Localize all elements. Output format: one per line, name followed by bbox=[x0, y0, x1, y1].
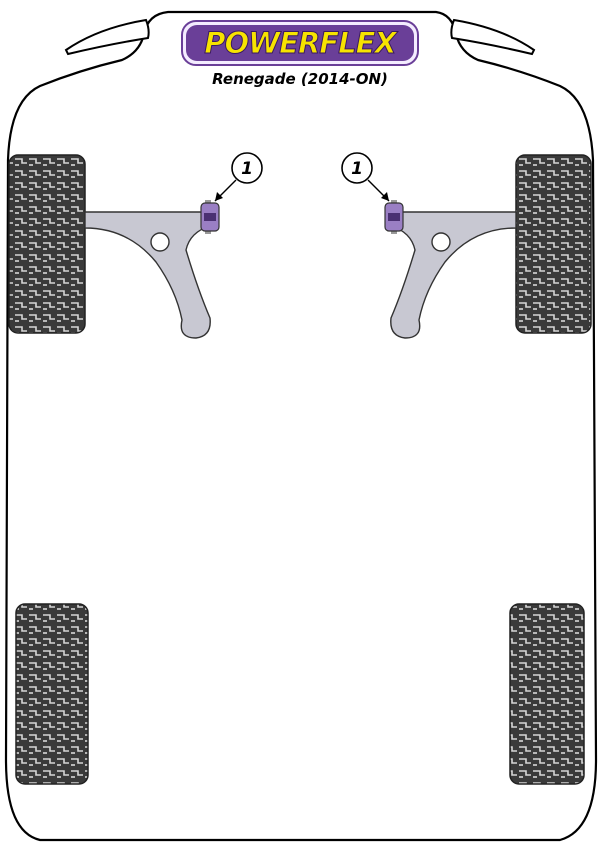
callout-number: 1 bbox=[351, 159, 363, 179]
logo-wordmark: POWERFLEX bbox=[204, 26, 398, 60]
bush-front-right bbox=[384, 200, 404, 234]
tyre-front-left bbox=[8, 154, 86, 334]
car-body-outline bbox=[4, 10, 598, 842]
bush-front-left bbox=[200, 200, 220, 234]
tyre-front-right bbox=[515, 154, 592, 334]
headlight-left bbox=[64, 18, 150, 56]
callout-1-left: 1 bbox=[214, 152, 263, 202]
tyre-rear-right bbox=[509, 603, 585, 785]
tyre-rear-left bbox=[15, 603, 89, 785]
powerflex-logo: POWERFLEX bbox=[181, 20, 419, 66]
model-label: Renegade (2014-ON) bbox=[212, 70, 388, 88]
callout-number: 1 bbox=[241, 159, 253, 179]
headlight-right bbox=[450, 18, 536, 56]
callout-1-right: 1 bbox=[341, 152, 390, 202]
